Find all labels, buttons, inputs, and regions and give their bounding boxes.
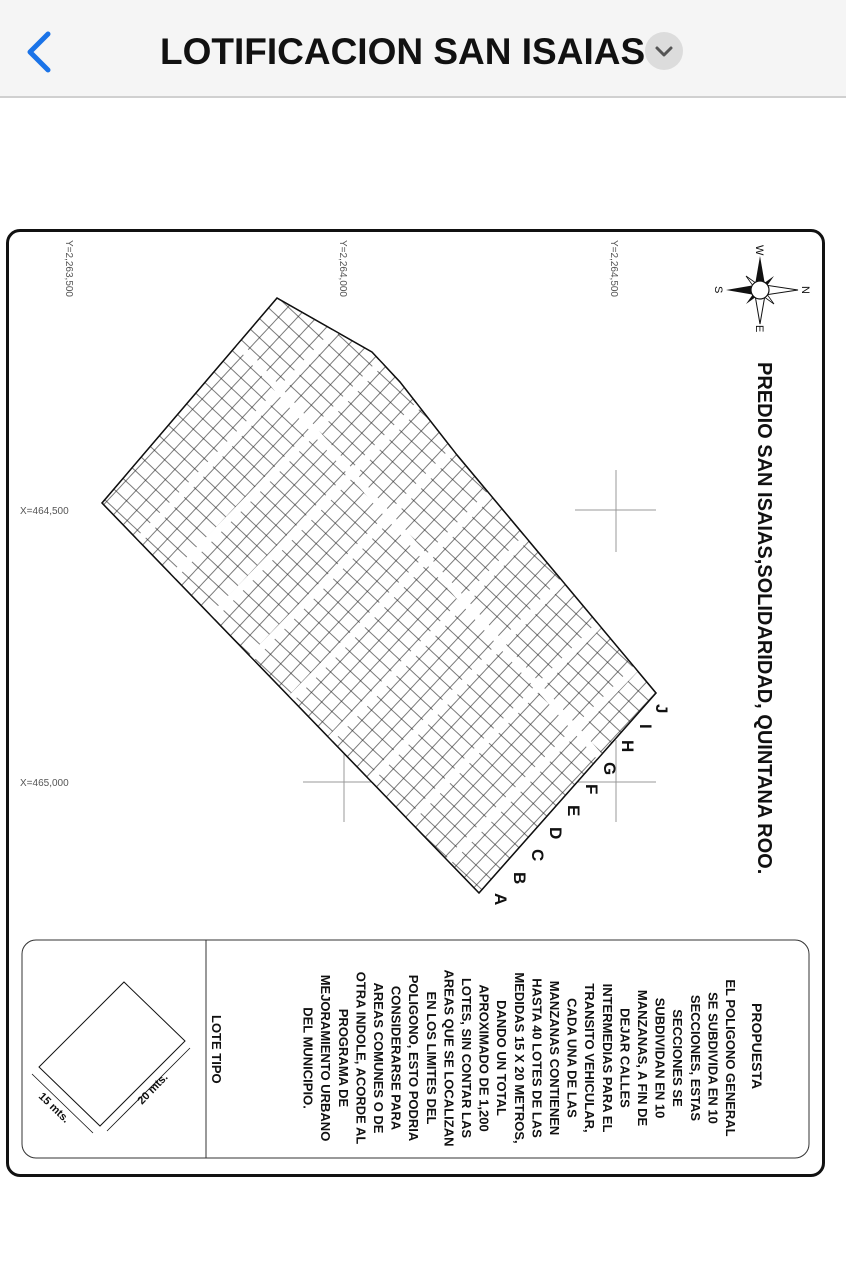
propuesta-line: DANDO UN TOTAL <box>494 1000 509 1116</box>
navigation-bar: LOTIFICACION SAN ISAIAS <box>0 0 846 98</box>
section-label-c: C <box>528 849 547 861</box>
coord-label-y2: Y=2,264,000 <box>337 240 348 297</box>
coord-label-x2: X=465,000 <box>20 778 69 789</box>
propuesta-line: MEJORAMIENTO URBANO <box>318 975 333 1142</box>
compass-west: W <box>753 245 765 256</box>
back-button[interactable] <box>22 28 62 76</box>
propuesta-line: APROXIMADO DE 1,200 <box>477 984 492 1131</box>
lot-polygon <box>101 297 657 895</box>
compass-north: N <box>799 286 811 294</box>
propuesta-line: MANZANAS, A FIN DE <box>635 990 650 1127</box>
coord-label-y3: Y=2,263,500 <box>63 240 74 297</box>
propuesta-line: SECCIONES, ESTAS <box>688 995 703 1122</box>
compass-east: E <box>753 325 765 332</box>
section-labels: A B C D E F G H I J <box>491 704 671 905</box>
section-label-d: D <box>546 827 565 839</box>
propuesta-title: PROPUESTA <box>749 1003 765 1089</box>
propuesta-line: SE SUBDIVIDA EN 10 <box>705 992 720 1124</box>
section-label-e: E <box>564 805 583 816</box>
section-label-g: G <box>600 762 619 775</box>
section-label-h: H <box>618 740 637 752</box>
propuesta-line: MANZANAS CONTIENEN <box>547 981 562 1136</box>
propuesta-line: TRANSITO VEHICULAR, <box>582 983 597 1132</box>
propuesta-line: EN LOS LIMITES DEL <box>424 992 439 1125</box>
propuesta-line: CONSIDERARSE PARA <box>389 986 404 1131</box>
propuesta-line: SUBDIVIDAN EN 10 <box>653 998 668 1119</box>
propuesta-line: INTERMEDIAS PARA EL <box>600 984 615 1133</box>
lote-tipo-title: LOTE TIPO <box>209 1015 224 1084</box>
propuesta-line: MEDIDAS 15 X 20 METROS, <box>512 972 527 1143</box>
chevron-down-icon <box>655 46 673 57</box>
propuesta-line: EL POLIGONO GENERAL <box>723 979 738 1136</box>
typical-lot-diagram <box>31 981 191 1134</box>
title-menu-button[interactable] <box>645 32 683 70</box>
propuesta-line: POLIGONO, ESTO PODRIA <box>406 975 421 1142</box>
propuesta-line: PROGRAMA DE <box>336 1009 351 1108</box>
section-label-i: I <box>636 724 655 729</box>
section-label-f: F <box>582 784 601 794</box>
propuesta-line: AREAS QUE SE LOCALIZAN <box>441 970 456 1147</box>
propuesta-line: SECCIONES SE <box>670 1009 685 1107</box>
lot-dim-width: 15 mts. <box>36 1091 72 1126</box>
page-title: LOTIFICACION SAN ISAIAS <box>160 31 646 72</box>
section-label-j: J <box>652 704 671 713</box>
propuesta-line: DEL MUNICIPIO. <box>301 1007 316 1109</box>
coord-label-x1: X=464,500 <box>20 506 69 517</box>
propuesta-line: LOTES, SIN CONTAR LAS <box>459 978 474 1138</box>
coord-label-y1: Y=2,264,500 <box>608 240 619 297</box>
compass-rose-icon <box>726 256 799 325</box>
propuesta-line: DEJAR CALLES <box>617 1008 632 1108</box>
section-label-a: A <box>491 893 510 905</box>
plan-heading: PREDIO SAN ISAIAS,SOLIDARIDAD, QUINTANA … <box>753 362 775 874</box>
section-label-b: B <box>510 872 529 884</box>
propuesta-line: CADA UNA DE LAS <box>565 998 580 1118</box>
propuesta-line: OTRA INDOLE, ACORDE AL <box>353 972 368 1145</box>
propuesta-line: AREAS COMUNES O DE <box>371 983 386 1134</box>
legend-box <box>21 939 810 1159</box>
lot-dim-length: 20 mts. <box>136 1071 171 1107</box>
propuesta-line: HASTA 40 LOTES DE LAS <box>529 978 544 1138</box>
drawing-frame <box>6 229 825 1177</box>
compass-south: S <box>712 286 724 293</box>
chevron-left-icon <box>27 31 51 73</box>
